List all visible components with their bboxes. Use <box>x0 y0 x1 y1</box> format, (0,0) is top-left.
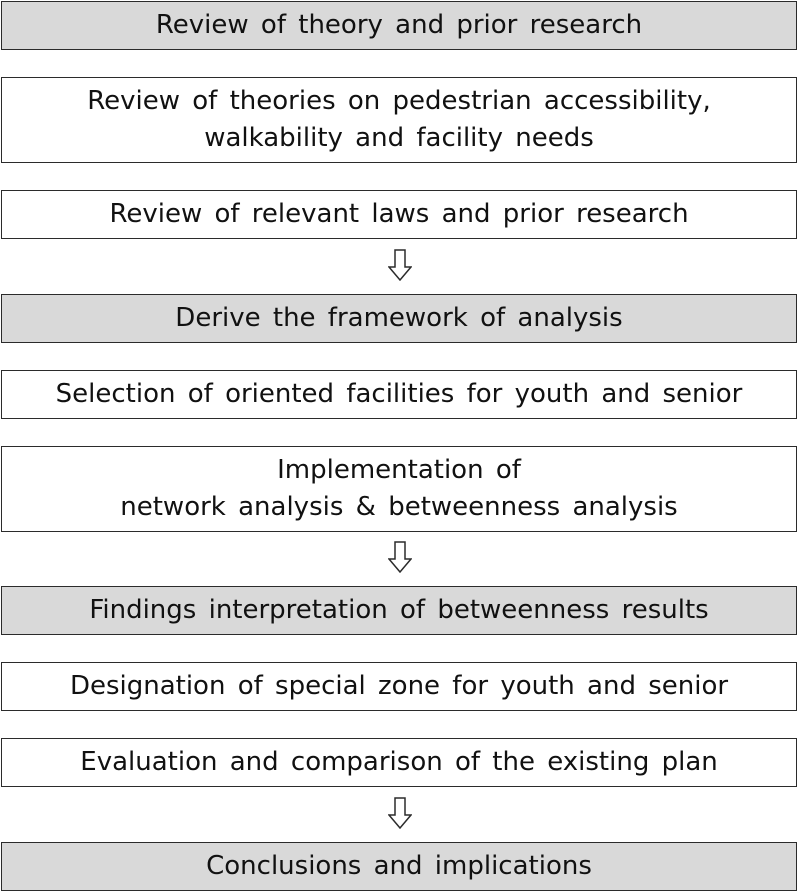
step-label-line-2: walkability and facility needs <box>204 123 594 153</box>
step-implementation-analysis: Implementation of network analysis & bet… <box>1 446 797 532</box>
step-label-line-2: network analysis & betweenness analysis <box>120 492 678 522</box>
step-label: Selection of oriented facilities for you… <box>55 379 743 409</box>
step-label: Findings interpretation of betweenness r… <box>89 595 709 625</box>
step-review-theory-header: Review of theory and prior research <box>1 1 797 50</box>
hollow-down-arrow-icon <box>388 249 412 281</box>
step-label: Review of theory and prior research <box>155 10 643 40</box>
step-label: Designation of special zone for youth an… <box>69 671 729 701</box>
step-evaluation-plan: Evaluation and comparison of the existin… <box>1 738 797 787</box>
step-label-line-1: Review of theories on pedestrian accessi… <box>87 86 711 116</box>
step-designation-zone: Designation of special zone for youth an… <box>1 662 797 711</box>
step-label-line-1: Implementation of <box>277 455 521 485</box>
step-label: Evaluation and comparison of the existin… <box>80 747 718 777</box>
step-conclusions-header: Conclusions and implications <box>1 842 797 891</box>
step-review-theories-accessibility: Review of theories on pedestrian accessi… <box>1 77 797 163</box>
step-selection-facilities: Selection of oriented facilities for you… <box>1 370 797 419</box>
step-derive-framework-header: Derive the framework of analysis <box>1 294 797 343</box>
step-label: Conclusions and implications <box>206 851 592 881</box>
step-label: Review of relevant laws and prior resear… <box>109 199 689 229</box>
hollow-down-arrow-icon <box>388 797 412 829</box>
hollow-down-arrow-icon <box>388 541 412 573</box>
step-findings-header: Findings interpretation of betweenness r… <box>1 586 797 635</box>
step-label: Derive the framework of analysis <box>175 303 623 333</box>
step-review-laws: Review of relevant laws and prior resear… <box>1 190 797 239</box>
